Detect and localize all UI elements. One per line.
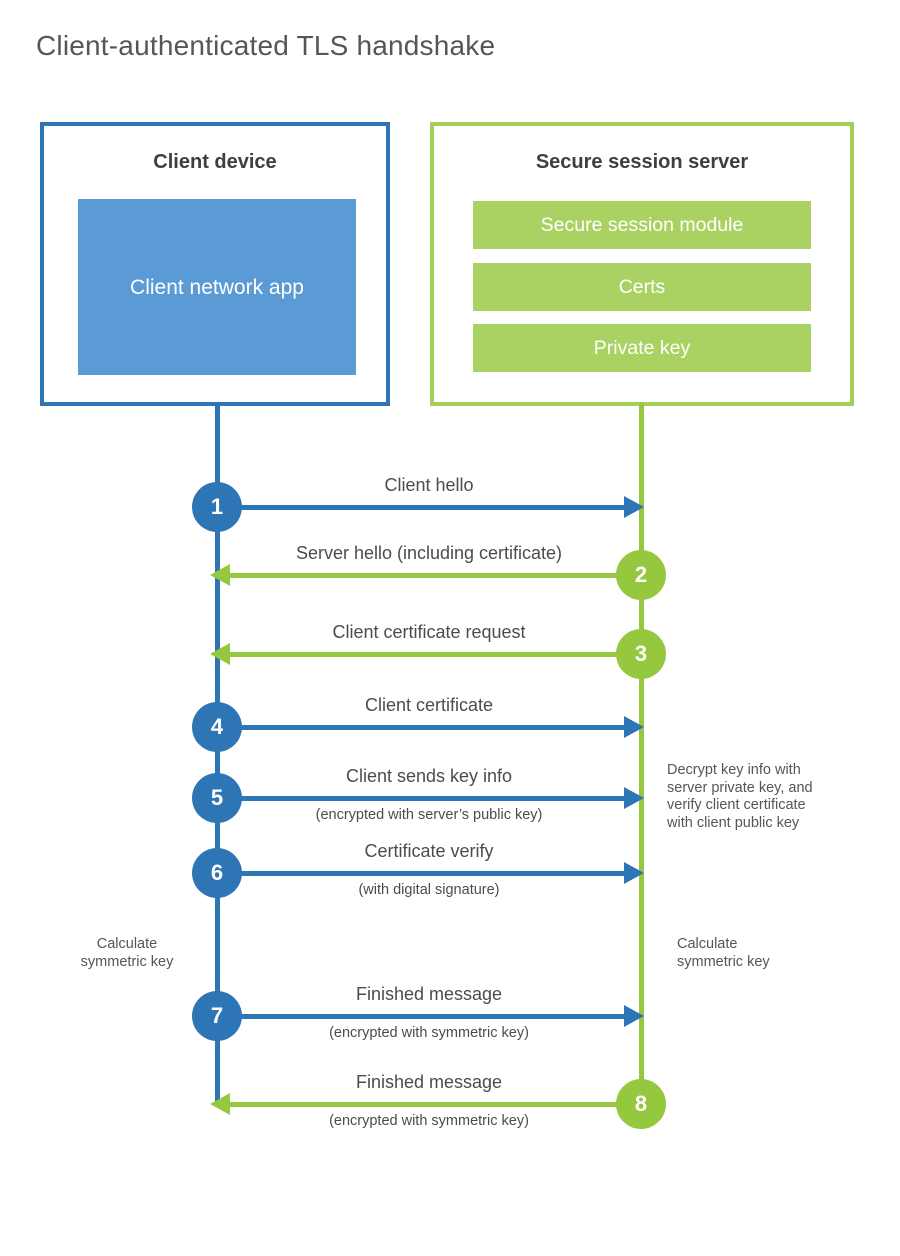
- message-sublabel: (encrypted with symmetric key): [329, 1113, 529, 1129]
- server-module-secure-session-module: Secure session module: [473, 201, 811, 249]
- note-line: Calculate: [677, 936, 738, 952]
- message-sublabel: (encrypted with server’s public key): [315, 807, 543, 823]
- message-label: Finished message: [355, 1072, 503, 1092]
- message-label: Client certificate request: [332, 622, 526, 642]
- client-device-box: Client device Client network app: [40, 122, 390, 406]
- arrow-head-right-icon: [624, 496, 644, 518]
- secure-session-server-title: Secure session server: [535, 151, 749, 173]
- step-circle: 1: [192, 482, 242, 532]
- arrow-head-right-icon: [624, 787, 644, 809]
- arrow-line: [228, 573, 641, 578]
- step-circle: 7: [192, 991, 242, 1041]
- secure-session-server-box: Secure session server Secure session mod…: [430, 122, 854, 406]
- client-network-app-box: Client network app: [78, 199, 356, 375]
- message-sublabel: (encrypted with symmetric key): [329, 1025, 529, 1041]
- note-line: symmetric key: [80, 953, 174, 970]
- client-device-title: Client device: [153, 151, 277, 173]
- step-circle: 3: [616, 629, 666, 679]
- step-circle: 4: [192, 702, 242, 752]
- message-label: Client hello: [384, 475, 474, 495]
- message-label: Finished message: [355, 984, 503, 1004]
- note-decrypt-key-info: Decrypt key info with server private key…: [667, 762, 813, 832]
- arrow-line: [217, 1014, 626, 1019]
- server-module-private-key: Private key: [473, 324, 811, 372]
- arrow-head-right-icon: [624, 1005, 644, 1027]
- arrow-line: [217, 871, 626, 876]
- server-module-certs: Certs: [473, 263, 811, 311]
- step-circle: 2: [616, 550, 666, 600]
- message-sublabel: (with digital signature): [358, 882, 500, 898]
- step-circle: 8: [616, 1079, 666, 1129]
- arrow-head-right-icon: [624, 716, 644, 738]
- message-label: Certificate verify: [364, 841, 494, 861]
- arrow-line: [228, 652, 641, 657]
- step-circle: 5: [192, 773, 242, 823]
- note-line: verify client certificate: [667, 797, 806, 813]
- arrow-head-left-icon: [210, 1093, 230, 1115]
- page-title: Client-authenticated TLS handshake: [36, 30, 496, 61]
- arrow-head-left-icon: [210, 643, 230, 665]
- client-lifeline: [215, 403, 220, 1106]
- arrow-line: [217, 505, 626, 510]
- note-line: Decrypt key info with: [667, 762, 801, 778]
- arrow-line: [228, 1102, 641, 1107]
- note-calculate-symmetric-key-server: Calculate symmetric key: [677, 936, 807, 971]
- client-network-app-label: Client network app: [130, 275, 304, 299]
- message-label: Client certificate: [364, 695, 494, 715]
- arrow-line: [217, 796, 626, 801]
- server-lifeline: [639, 403, 644, 1104]
- note-line: server private key, and: [667, 779, 813, 796]
- note-line: with client public key: [667, 814, 800, 831]
- note-line: Calculate: [96, 936, 158, 952]
- step-circle: 6: [192, 848, 242, 898]
- arrow-head-right-icon: [624, 862, 644, 884]
- note-calculate-symmetric-key-client: Calculate symmetric key: [67, 936, 187, 971]
- message-label: Client sends key info: [345, 766, 513, 786]
- arrow-line: [217, 725, 626, 730]
- note-line: symmetric key: [677, 953, 770, 970]
- message-label: Server hello (including certificate): [295, 543, 563, 563]
- arrow-head-left-icon: [210, 564, 230, 586]
